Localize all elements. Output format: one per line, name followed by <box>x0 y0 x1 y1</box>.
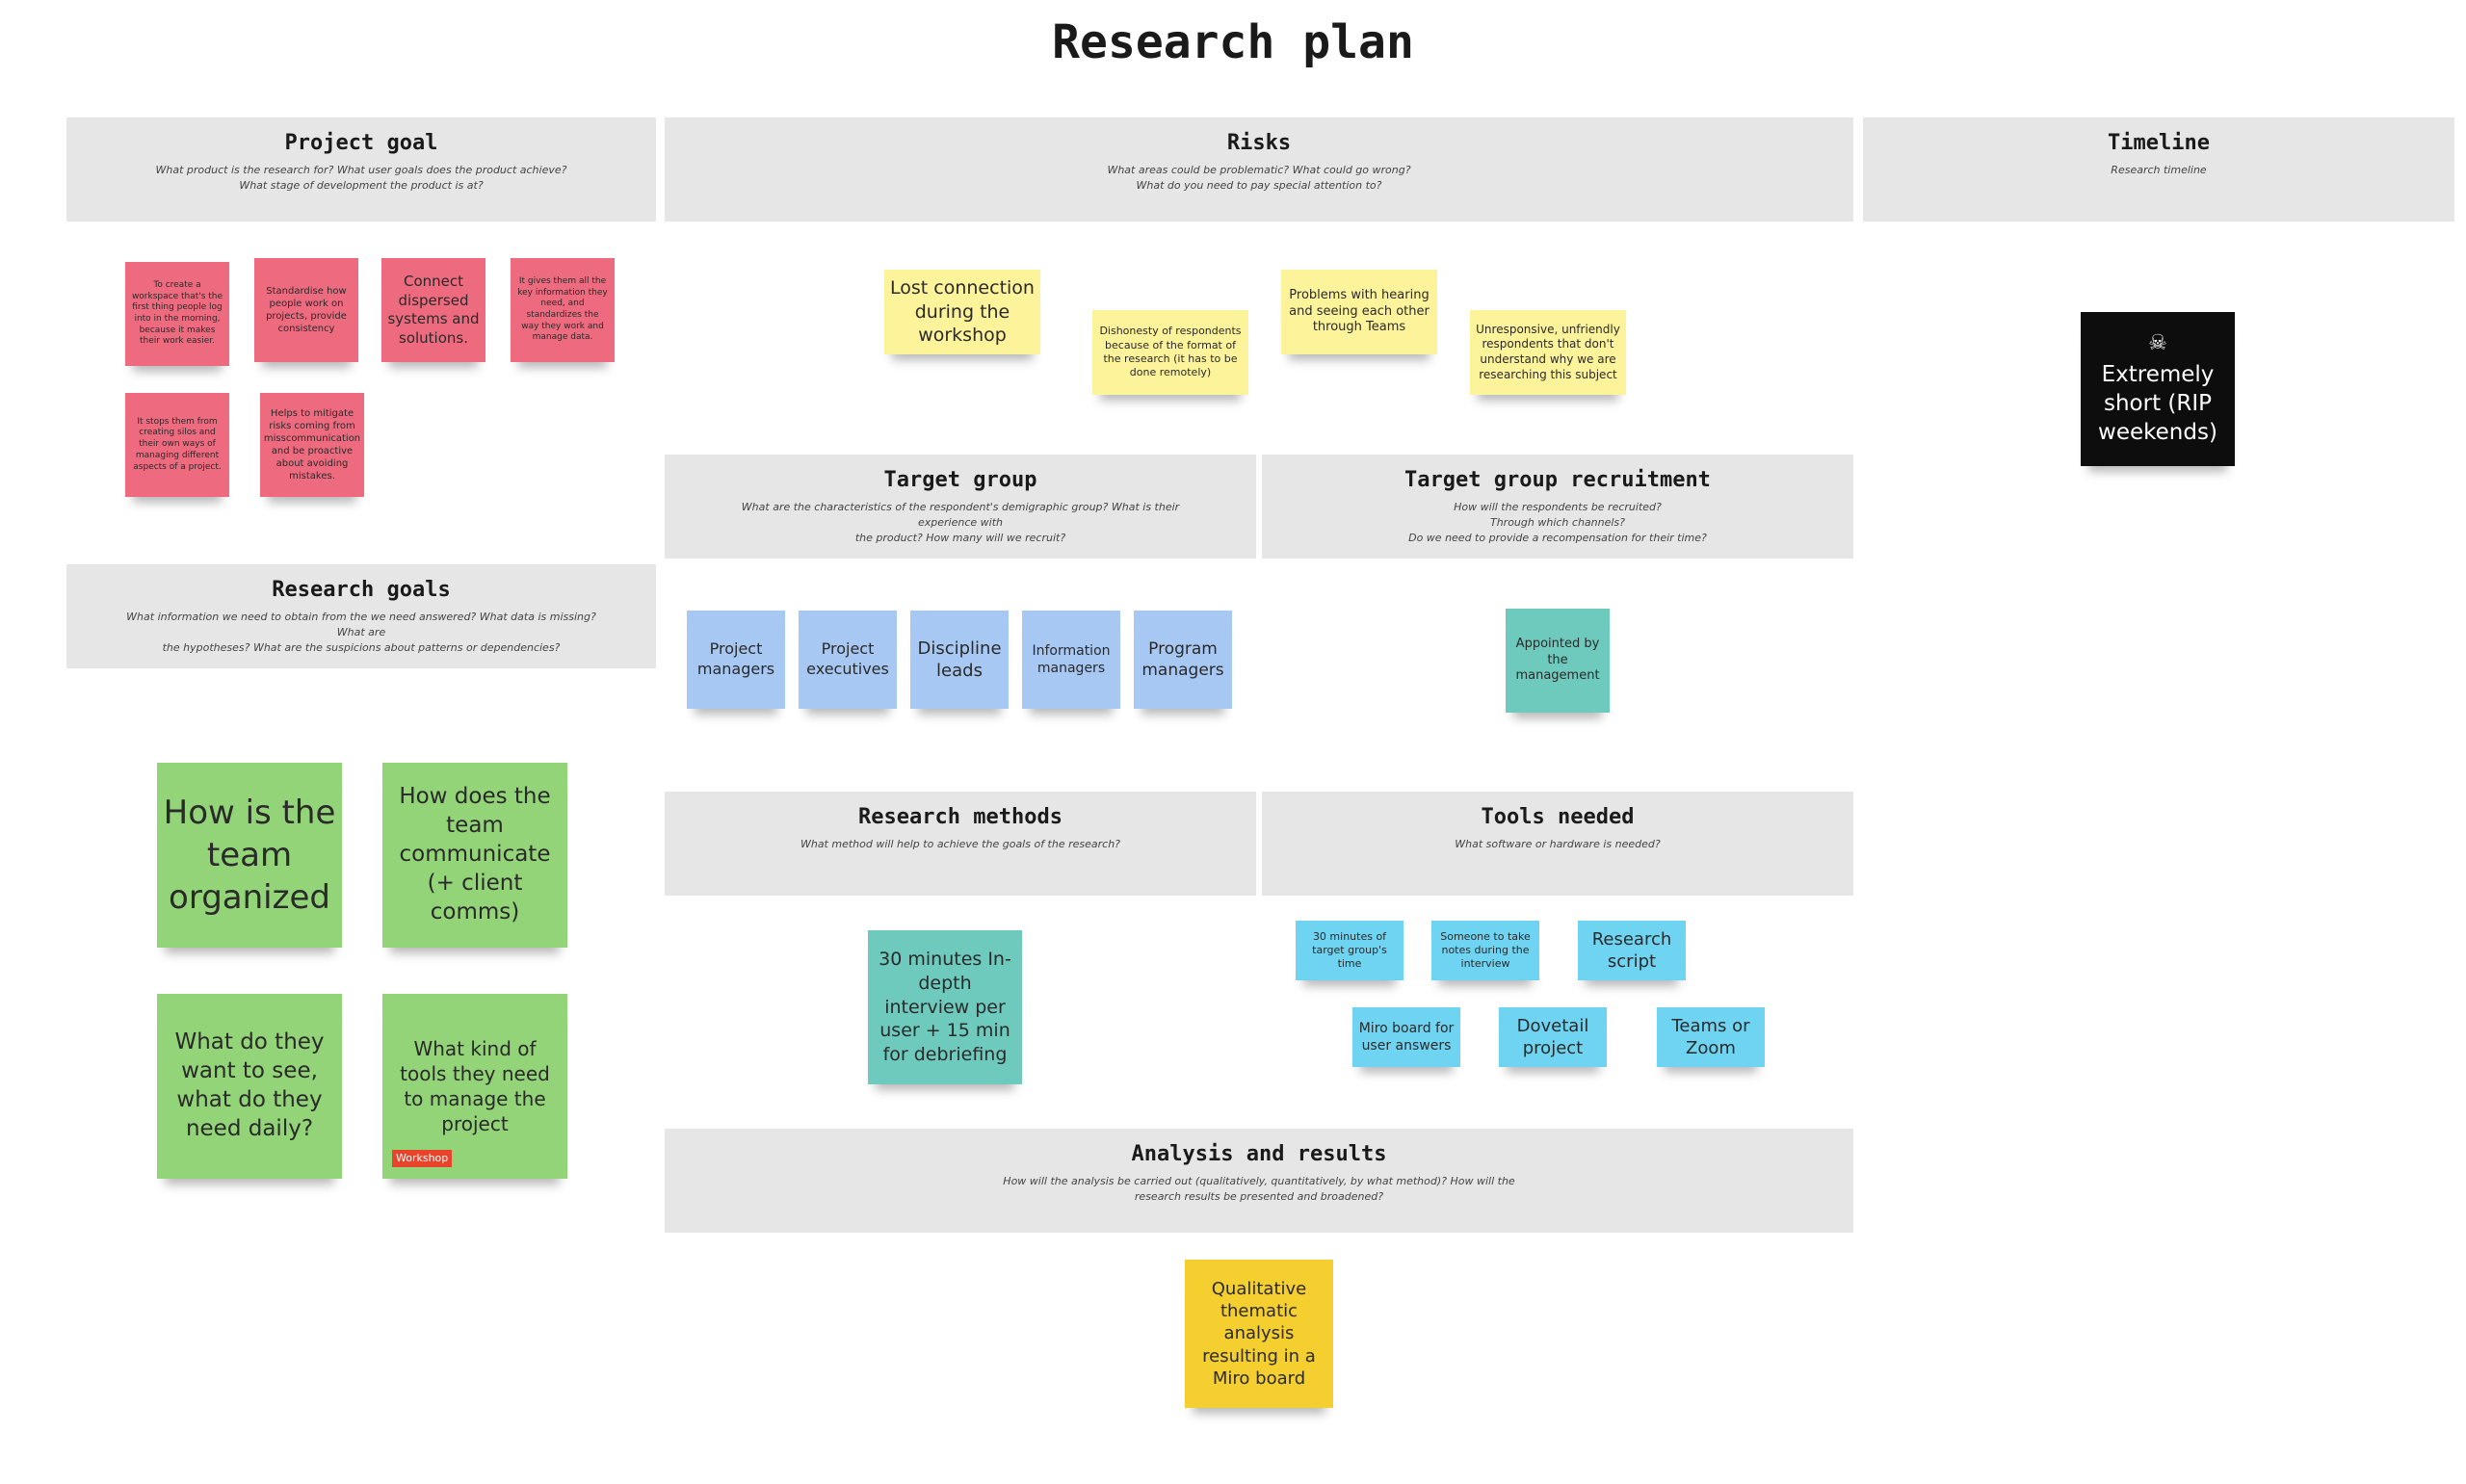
frame-research-methods[interactable]: Research methods What method will help t… <box>665 792 1256 896</box>
frame-tools-needed[interactable]: Tools needed What software or hardware i… <box>1262 792 1853 896</box>
sticky-note[interactable]: Miro board for user answers <box>1352 1007 1460 1067</box>
sticky-note[interactable]: How is the team organized <box>157 763 342 948</box>
frame-timeline[interactable]: Timeline Research timeline <box>1863 117 2454 221</box>
sticky-note[interactable]: 30 minutes In-depth interview per user +… <box>868 930 1022 1084</box>
frame-description: What product is the research for? What u… <box>155 164 567 192</box>
sticky-note[interactable]: Dishonesty of respondents because of the… <box>1092 310 1248 395</box>
sticky-note[interactable]: Someone to take notes during the intervi… <box>1431 921 1539 980</box>
sticky-note[interactable]: Standardise how people work on projects,… <box>254 258 358 362</box>
sticky-note[interactable]: Problems with hearing and seeing each ot… <box>1281 270 1437 354</box>
sticky-note-text: What kind of tools they need to manage t… <box>400 1037 550 1135</box>
skull-icon: ☠ <box>2148 330 2167 355</box>
sticky-note[interactable]: Project managers <box>687 611 785 709</box>
board-title: Research plan <box>1052 15 1414 69</box>
frame-description: What are the characteristics of the resp… <box>741 501 1180 544</box>
sticky-note-text: Extremely short (RIP weekends) <box>2098 362 2217 446</box>
frame-target-group-recruitment[interactable]: Target group recruitment How will the re… <box>1262 455 1853 559</box>
sticky-note[interactable]: Qualitative thematic analysis resulting … <box>1185 1260 1333 1408</box>
frame-title: Research goals <box>272 578 451 602</box>
frame-analysis-and-results[interactable]: Analysis and results How will the analys… <box>665 1129 1853 1233</box>
sticky-note[interactable]: Lost connection during the workshop <box>884 270 1040 354</box>
frame-title: Analysis and results <box>1131 1142 1387 1166</box>
sticky-note[interactable]: 30 minutes of target group's time <box>1296 921 1404 980</box>
sticky-note[interactable]: How does the team communicate (+ client … <box>382 763 567 948</box>
sticky-note[interactable]: Unresponsive, unfriendly respondents tha… <box>1470 310 1626 395</box>
frame-description: Research timeline <box>2111 164 2207 176</box>
sticky-note[interactable]: Project executives <box>799 611 897 709</box>
sticky-note[interactable]: Helps to mitigate risks coming from miss… <box>260 393 364 497</box>
frame-title: Timeline <box>2108 131 2210 155</box>
frame-project-goal[interactable]: Project goal What product is the researc… <box>66 117 656 221</box>
sticky-note[interactable]: It gives them all the key information th… <box>511 258 615 362</box>
sticky-note[interactable]: Dovetail project <box>1499 1007 1607 1067</box>
frame-risks[interactable]: Risks What areas could be problematic? W… <box>665 117 1853 221</box>
frame-research-goals[interactable]: Research goals What information we need … <box>66 564 656 668</box>
sticky-note[interactable]: Program managers <box>1134 611 1232 709</box>
workshop-tag[interactable]: Workshop <box>392 1149 453 1167</box>
sticky-note[interactable]: Connect dispersed systems and solutions. <box>381 258 485 362</box>
frame-description: What method will help to achieve the goa… <box>800 838 1121 850</box>
frame-title: Risks <box>1226 131 1292 155</box>
sticky-note[interactable]: Research script <box>1578 921 1686 980</box>
frame-title: Research methods <box>858 805 1062 829</box>
frame-description: What information we need to obtain from … <box>126 611 596 654</box>
sticky-note[interactable]: Teams or Zoom <box>1657 1007 1765 1067</box>
sticky-note[interactable]: Information managers <box>1022 611 1120 709</box>
frame-description: What areas could be problematic? What co… <box>1107 164 1411 192</box>
sticky-note-timeline[interactable]: ☠ Extremely short (RIP weekends) <box>2081 312 2235 466</box>
sticky-note[interactable]: Appointed by the management <box>1506 609 1610 713</box>
frame-title: Target group <box>883 468 1037 492</box>
sticky-note[interactable]: To create a workspace that's the first t… <box>125 262 229 366</box>
sticky-note[interactable]: Discipline leads <box>910 611 1009 709</box>
frame-title: Target group recruitment <box>1404 468 1711 492</box>
frame-title: Project goal <box>284 131 438 155</box>
frame-target-group[interactable]: Target group What are the characteristic… <box>665 455 1256 559</box>
frame-title: Tools needed <box>1481 805 1635 829</box>
frame-description: How will the analysis be carried out (qu… <box>1003 1175 1515 1203</box>
sticky-note[interactable]: It stops them from creating silos and th… <box>125 393 229 497</box>
frame-description: What software or hardware is needed? <box>1455 838 1661 850</box>
sticky-note[interactable]: What kind of tools they need to manage t… <box>382 994 567 1179</box>
frame-description: How will the respondents be recruited? T… <box>1408 501 1707 544</box>
sticky-note[interactable]: What do they want to see, what do they n… <box>157 994 342 1179</box>
